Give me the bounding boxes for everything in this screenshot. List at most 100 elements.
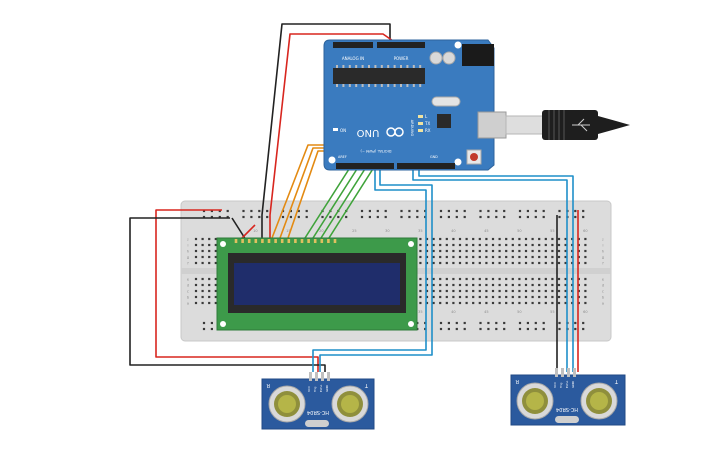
- breadboard-hole[interactable]: [551, 289, 554, 293]
- breadboard-hole[interactable]: [584, 295, 587, 299]
- breadboard-hole[interactable]: [577, 237, 580, 241]
- breadboard-hole[interactable]: [551, 243, 554, 247]
- breadboard-hole[interactable]: [472, 237, 475, 241]
- breadboard-hole[interactable]: [458, 277, 462, 281]
- breadboard-rail-hole[interactable]: [479, 321, 482, 325]
- breadboard-hole[interactable]: [465, 283, 468, 287]
- breadboard-hole[interactable]: [564, 301, 567, 305]
- breadboard-hole[interactable]: [498, 301, 501, 305]
- breadboard-hole[interactable]: [538, 243, 541, 247]
- breadboard-hole[interactable]: [201, 243, 204, 247]
- breadboard-hole[interactable]: [194, 301, 198, 305]
- breadboard-rail-hole[interactable]: [416, 215, 419, 219]
- breadboard-hole[interactable]: [577, 255, 580, 259]
- breadboard-hole[interactable]: [571, 255, 574, 259]
- breadboard-hole[interactable]: [531, 249, 534, 253]
- breadboard-rail-hole[interactable]: [487, 209, 490, 213]
- breadboard-rail-hole[interactable]: [558, 209, 561, 213]
- breadboard-hole[interactable]: [505, 249, 508, 253]
- breadboard-hole[interactable]: [531, 301, 534, 305]
- breadboard-rail-hole[interactable]: [503, 327, 506, 331]
- breadboard-hole[interactable]: [208, 295, 211, 299]
- breadboard-hole[interactable]: [425, 261, 429, 265]
- breadboard-hole[interactable]: [524, 283, 528, 287]
- breadboard-hole[interactable]: [557, 237, 561, 241]
- breadboard-hole[interactable]: [531, 255, 534, 259]
- breadboard-hole[interactable]: [208, 261, 211, 265]
- breadboard-rail-hole[interactable]: [495, 327, 498, 331]
- breadboard-rail-hole[interactable]: [368, 209, 371, 213]
- breadboard-hole[interactable]: [584, 301, 587, 305]
- breadboard-hole[interactable]: [518, 237, 521, 241]
- breadboard-hole[interactable]: [544, 243, 547, 247]
- breadboard-hole[interactable]: [564, 249, 567, 253]
- arduino-uno-board[interactable]: ANALOG IN POWER ON L TX RX UNO ARDUINO: [323, 39, 507, 171]
- breadboard-hole[interactable]: [439, 237, 442, 241]
- breadboard-rail-hole[interactable]: [503, 209, 506, 213]
- breadboard-hole[interactable]: [557, 295, 561, 299]
- breadboard-hole[interactable]: [538, 283, 541, 287]
- breadboard-hole[interactable]: [439, 295, 442, 299]
- breadboard-hole[interactable]: [425, 237, 429, 241]
- breadboard-rail-hole[interactable]: [526, 215, 529, 219]
- breadboard-hole[interactable]: [538, 249, 541, 253]
- breadboard-hole[interactable]: [214, 237, 217, 241]
- breadboard-rail-hole[interactable]: [574, 321, 577, 325]
- breadboard-hole[interactable]: [452, 295, 455, 299]
- breadboard-hole[interactable]: [452, 243, 455, 247]
- breadboard-hole[interactable]: [425, 283, 429, 287]
- breadboard-hole[interactable]: [544, 261, 547, 265]
- breadboard-hole[interactable]: [432, 237, 435, 241]
- breadboard-rail-hole[interactable]: [495, 321, 498, 325]
- wire-red-arduino-5v[interactable]: [269, 33, 397, 240]
- breadboard-rail-hole[interactable]: [242, 215, 245, 219]
- breadboard-hole[interactable]: [472, 261, 475, 265]
- breadboard-rail-hole[interactable]: [558, 321, 561, 325]
- breadboard-hole[interactable]: [538, 295, 541, 299]
- breadboard-hole[interactable]: [439, 261, 442, 265]
- breadboard-hole[interactable]: [498, 283, 501, 287]
- breadboard-hole[interactable]: [531, 277, 534, 281]
- breadboard-hole[interactable]: [491, 237, 495, 241]
- breadboard-hole[interactable]: [577, 295, 580, 299]
- breadboard-hole[interactable]: [439, 255, 442, 259]
- breadboard-hole[interactable]: [491, 249, 495, 253]
- breadboard-rail-hole[interactable]: [376, 215, 379, 219]
- breadboard-hole[interactable]: [472, 249, 475, 253]
- breadboard-hole[interactable]: [551, 255, 554, 259]
- breadboard-rail-hole[interactable]: [266, 215, 269, 219]
- breadboard-hole[interactable]: [551, 237, 554, 241]
- breadboard-hole[interactable]: [432, 243, 435, 247]
- breadboard-hole[interactable]: [511, 295, 514, 299]
- breadboard-rail-hole[interactable]: [526, 209, 529, 213]
- breadboard-hole[interactable]: [571, 301, 574, 305]
- breadboard-hole[interactable]: [577, 283, 580, 287]
- breadboard-hole[interactable]: [458, 237, 462, 241]
- breadboard-hole[interactable]: [584, 255, 587, 259]
- breadboard-hole[interactable]: [584, 243, 587, 247]
- breadboard-hole[interactable]: [452, 289, 455, 293]
- breadboard-hole[interactable]: [419, 295, 422, 299]
- breadboard-hole[interactable]: [194, 261, 198, 265]
- breadboard-hole[interactable]: [485, 255, 488, 259]
- breadboard-hole[interactable]: [557, 289, 561, 293]
- breadboard-hole[interactable]: [584, 277, 587, 281]
- breadboard-hole[interactable]: [419, 255, 422, 259]
- breadboard-rail-hole[interactable]: [297, 215, 300, 219]
- breadboard-hole[interactable]: [445, 261, 448, 265]
- breadboard-hole[interactable]: [505, 277, 508, 281]
- breadboard-hole[interactable]: [478, 261, 481, 265]
- breadboard-rail-hole[interactable]: [400, 215, 403, 219]
- usb-b-port[interactable]: [477, 111, 507, 139]
- breadboard-rail-hole[interactable]: [455, 327, 458, 331]
- breadboard-hole[interactable]: [425, 243, 429, 247]
- breadboard-rail-hole[interactable]: [447, 215, 450, 219]
- breadboard-hole[interactable]: [557, 249, 561, 253]
- breadboard-hole[interactable]: [498, 243, 501, 247]
- breadboard-hole[interactable]: [557, 261, 561, 265]
- breadboard-rail-hole[interactable]: [574, 209, 577, 213]
- breadboard-hole[interactable]: [432, 283, 435, 287]
- breadboard-hole[interactable]: [498, 237, 501, 241]
- breadboard-rail-hole[interactable]: [337, 215, 340, 219]
- breadboard-hole[interactable]: [544, 255, 547, 259]
